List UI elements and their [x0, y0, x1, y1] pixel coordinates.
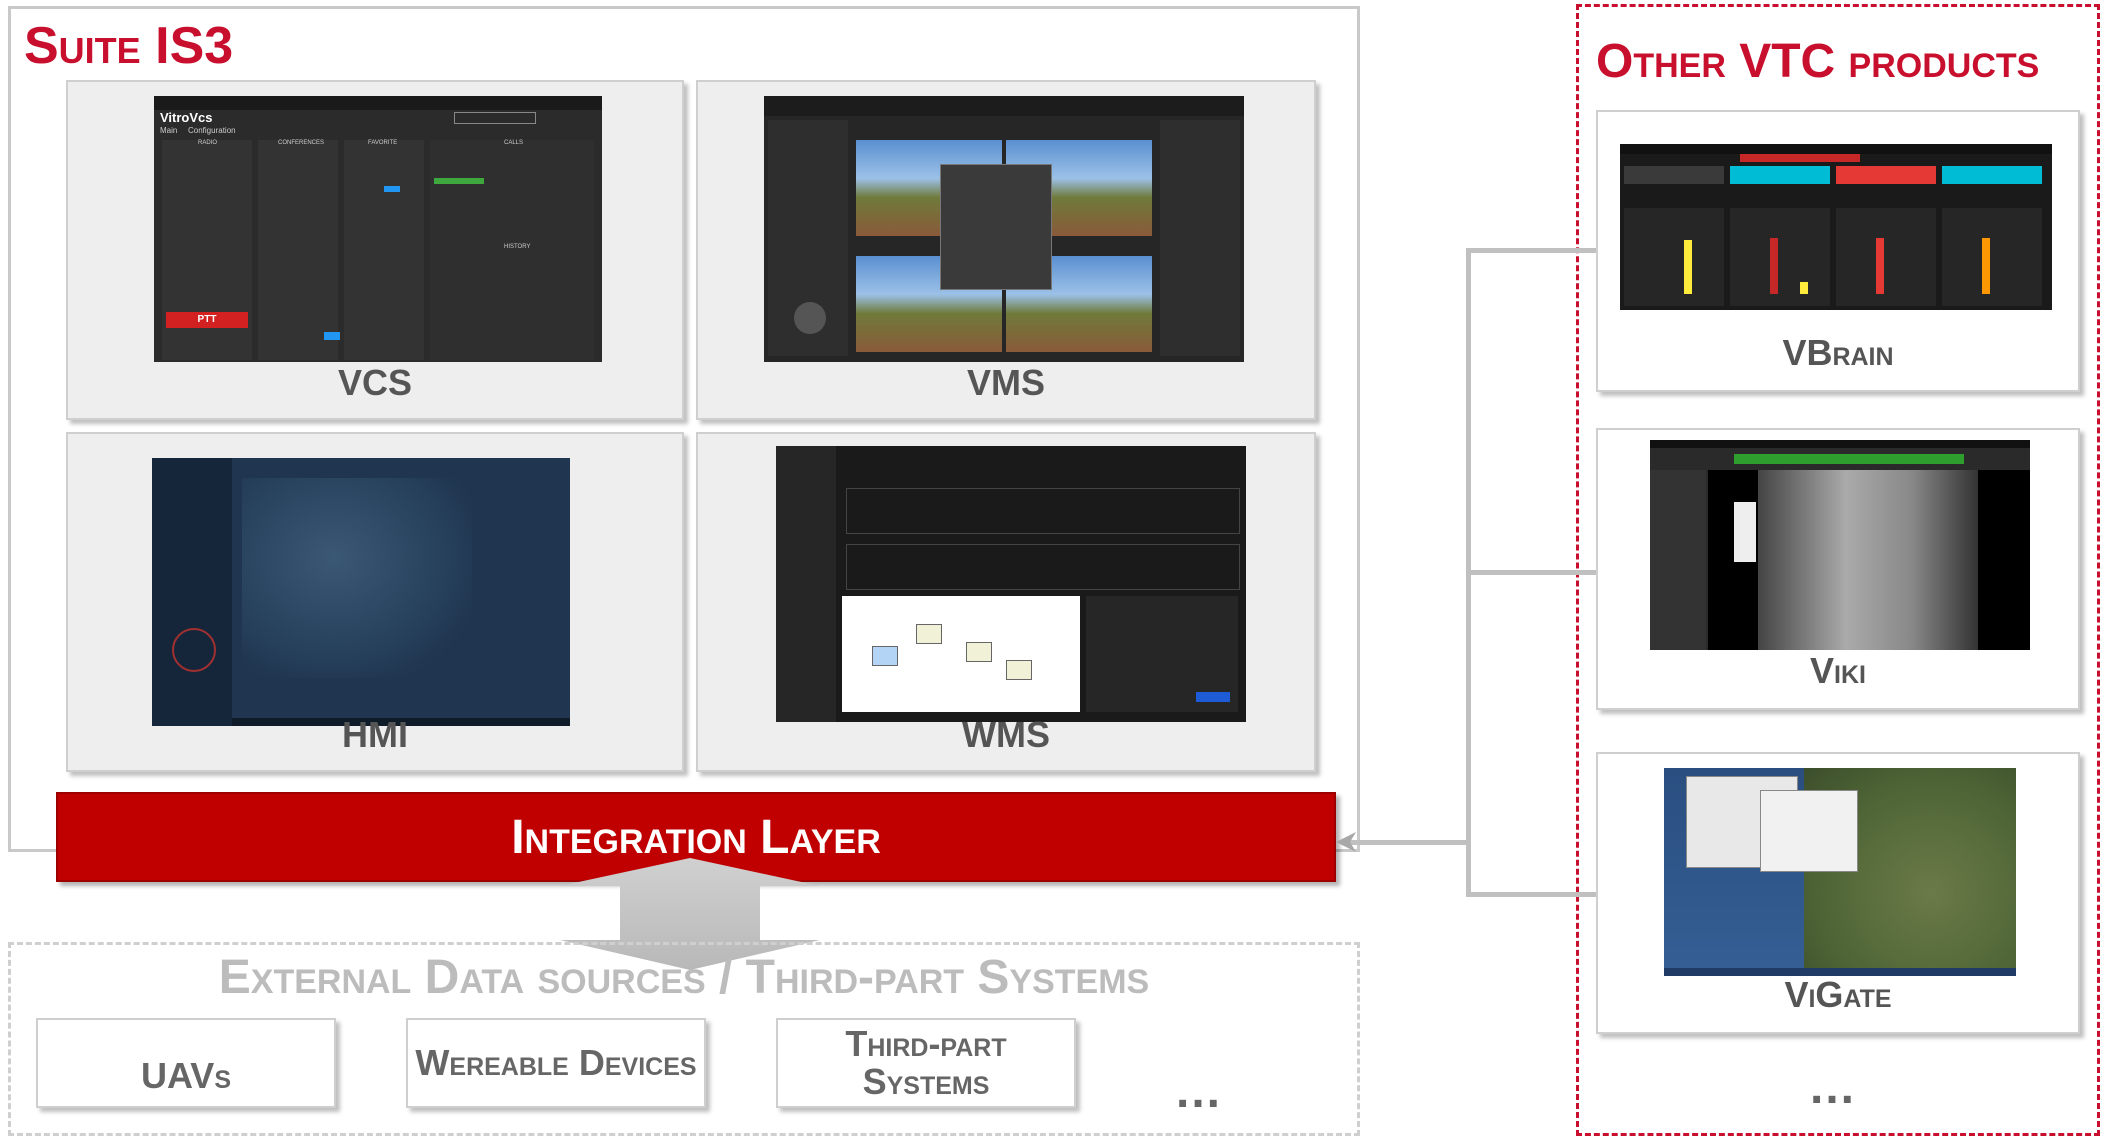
vcs-col-favorite: FAVORITE: [368, 140, 398, 146]
vcs-ptt-button[interactable]: PTT: [166, 312, 248, 328]
vcs-logo: VitroVcs: [160, 110, 213, 125]
hmi-screenshot: [152, 458, 570, 726]
vcs-panel[interactable]: VitroVcs Main Configuration RADIO CONFER…: [66, 80, 684, 420]
hmi-panel[interactable]: HMI: [66, 432, 684, 772]
external-sources-container: [8, 942, 1360, 1136]
vcs-screenshot: VitroVcs Main Configuration RADIO CONFER…: [154, 96, 602, 362]
connector-vertical: [1466, 248, 1471, 897]
ext-item-uavs[interactable]: UAVs: [36, 1018, 336, 1108]
vcs-tab-config[interactable]: Configuration: [188, 126, 236, 135]
vigate-screenshot: [1664, 768, 2016, 976]
external-title: External Data sources / Third-part Syste…: [218, 951, 1150, 1004]
vcs-label: VCS: [337, 362, 413, 403]
ext-item-label: UAVs: [140, 1055, 231, 1096]
other-title: Other VTC products: [1596, 35, 2040, 88]
integration-layer-label: Integration Layer: [511, 810, 881, 864]
arrow-left-icon: [1336, 832, 1356, 852]
vbrain-screenshot: [1620, 144, 2052, 310]
vigate-panel[interactable]: ViGate: [1596, 752, 2080, 1034]
viki-screenshot: [1650, 440, 2030, 650]
wms-screenshot: [776, 446, 1246, 722]
vbrain-panel[interactable]: VBrain: [1596, 110, 2080, 392]
ext-item-wereable-devices[interactable]: Wereable Devices: [406, 1018, 706, 1108]
external-more-ellipsis: ...: [1176, 1065, 1223, 1118]
vms-screenshot: [764, 96, 1244, 362]
ext-item-label: Wereable Devices: [415, 1042, 697, 1083]
vigate-label: ViGate: [1784, 974, 1892, 1015]
wms-label: WMS: [962, 714, 1050, 755]
vcs-col-calls: CALLS: [504, 140, 524, 146]
ext-item-label: Third-part Systems: [845, 1023, 1007, 1102]
other-more-ellipsis: ...: [1810, 1061, 1857, 1114]
connector-vigate: [1466, 892, 1596, 897]
vcs-tab-main[interactable]: Main: [160, 126, 178, 135]
connector-to-integration: [1350, 840, 1468, 845]
hmi-label: HMI: [342, 714, 408, 755]
wms-panel[interactable]: WMS: [696, 432, 1316, 772]
ext-item-third-part-systems[interactable]: Third-part Systems: [776, 1018, 1076, 1108]
connector-viki: [1466, 570, 1596, 575]
vbrain-label: VBrain: [1782, 332, 1894, 373]
vcs-col-conferences: CONFERENCES: [278, 140, 325, 146]
suite-title: Suite IS3: [24, 17, 234, 75]
vms-label: VMS: [966, 362, 1045, 403]
viki-panel[interactable]: Viki: [1596, 428, 2080, 710]
vms-panel[interactable]: VMS: [696, 80, 1316, 420]
vcs-col-radio: RADIO: [198, 140, 218, 146]
vcs-history: HISTORY: [504, 244, 531, 250]
connector-vbrain: [1466, 248, 1596, 253]
viki-label: Viki: [1810, 650, 1866, 691]
